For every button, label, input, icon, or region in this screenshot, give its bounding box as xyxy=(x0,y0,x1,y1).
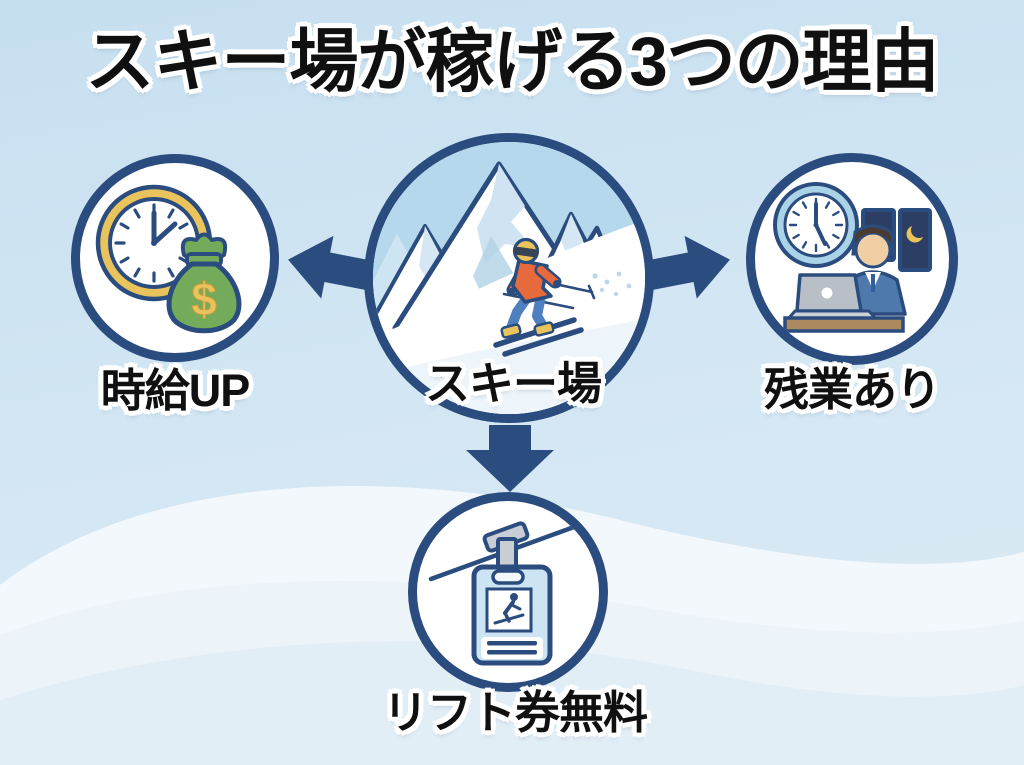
center-node-ski-resort xyxy=(364,133,654,423)
desk xyxy=(783,316,905,333)
reason-node-lift-ticket xyxy=(408,492,608,692)
slope-shading xyxy=(373,319,645,414)
trail-dots xyxy=(592,271,632,297)
center-node-label: スキー場 xyxy=(424,358,602,409)
down-arrow-icon xyxy=(466,425,554,492)
ticket-text-area xyxy=(481,637,543,659)
reason-node-wage-up: $ xyxy=(71,154,279,362)
worker-at-laptop-icon xyxy=(783,224,907,333)
mountain-skier-illustration xyxy=(373,142,645,414)
overtime-clock-icon xyxy=(773,182,859,268)
reason-node-overtime xyxy=(746,153,958,365)
ticket-skier-pictogram xyxy=(493,593,525,625)
skier-icon xyxy=(493,237,596,357)
lift-ticket-icon xyxy=(428,520,588,666)
reason-right-label: 残業あり xyxy=(763,364,941,415)
money-bag-icon: $ xyxy=(166,232,242,334)
dollar-sign: $ xyxy=(191,273,217,325)
page-title: スキー場が稼げる3つの理由 xyxy=(85,23,939,100)
reason-bottom-label: リフト券無料 xyxy=(382,687,648,738)
reason-left-label: 時給UP xyxy=(100,365,251,416)
